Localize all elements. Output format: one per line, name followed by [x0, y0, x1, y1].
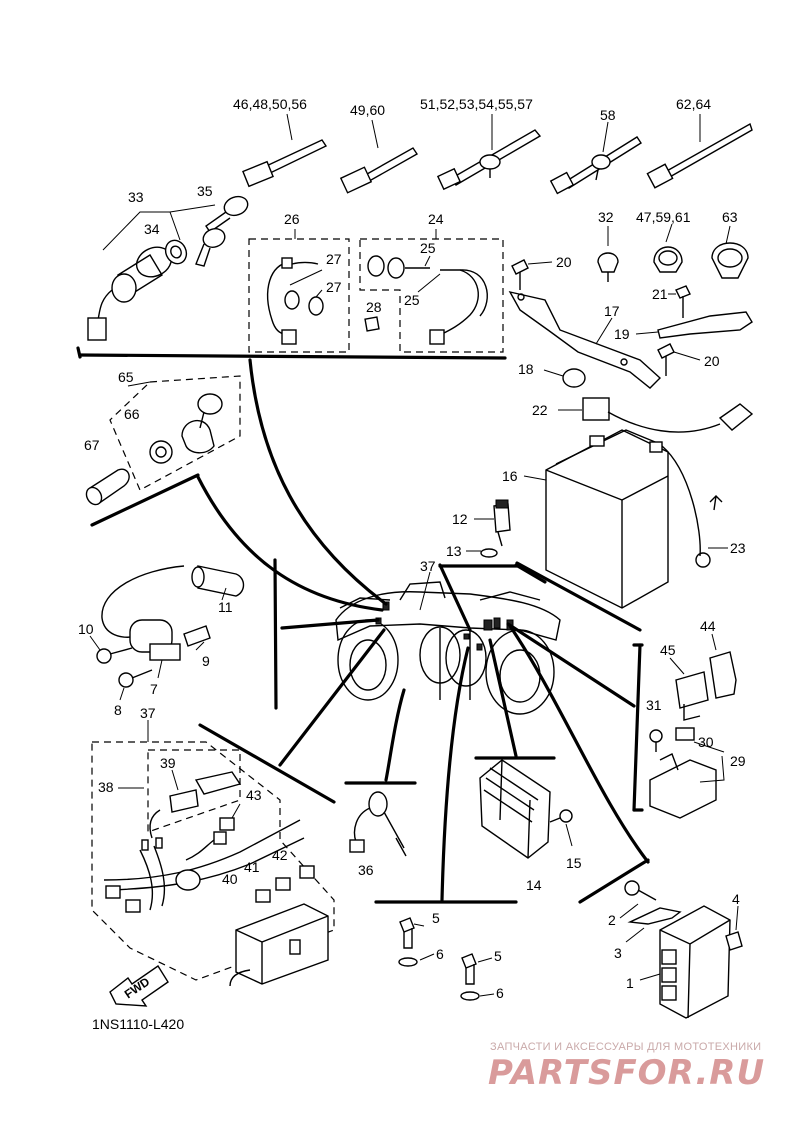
- callout-45: 45: [660, 642, 676, 658]
- leader-37: [419, 571, 431, 611]
- diagram-code: 1NS1110-L420: [92, 1016, 184, 1032]
- callout-36: 36: [358, 862, 374, 878]
- callout-51: 51,52,53,54,55,57: [420, 96, 533, 112]
- callout-32: 32: [598, 209, 614, 225]
- cdi-unit-group: [578, 858, 743, 1019]
- callout-38: 38: [98, 779, 114, 795]
- callout-3: 3: [614, 945, 622, 961]
- callout-66: 66: [124, 406, 140, 422]
- callout-35: 35: [197, 183, 213, 199]
- callout-28: 28: [366, 299, 382, 315]
- callout-43: 43: [246, 787, 262, 803]
- callout-15: 15: [566, 855, 582, 871]
- callout-62: 62,64: [676, 96, 711, 112]
- clip-47: [653, 223, 683, 273]
- callout-14: 14: [526, 877, 542, 893]
- coil-group: [89, 565, 245, 701]
- callout-5a: 5: [432, 910, 440, 926]
- callout-26: 26: [284, 211, 300, 227]
- callout-49: 49,60: [350, 102, 385, 118]
- callout-47: 47,59,61: [636, 209, 691, 225]
- callout-18: 18: [518, 361, 534, 377]
- battery-bracket-17: [508, 259, 753, 389]
- callout-63: 63: [722, 209, 738, 225]
- callout-23: 23: [730, 540, 746, 556]
- group-divider-65: [90, 473, 200, 527]
- callout-37a: 37: [420, 558, 436, 574]
- group-divider-coil: [273, 558, 278, 710]
- callout-33: 33: [128, 189, 144, 205]
- wire-harness-37: [91, 720, 335, 987]
- callout-44: 44: [700, 618, 716, 634]
- group-divider-battery: [514, 563, 547, 584]
- cable-tie-51: [436, 114, 542, 191]
- watermark-tagline: ЗАПЧАСТИ И АКСЕССУАРЫ ДЛЯ МОТОТЕХНИКИ: [490, 1041, 761, 1053]
- bolts-5-6: [374, 900, 518, 1001]
- cable-tie-49: [339, 119, 419, 194]
- callout-37b: 37: [140, 705, 156, 721]
- callout-12: 12: [452, 511, 468, 527]
- sensor-36: [344, 781, 417, 857]
- group-leaders: [196, 358, 650, 902]
- callout-30: 30: [698, 734, 714, 750]
- callout-4: 4: [732, 891, 740, 907]
- callout-17: 17: [604, 303, 620, 319]
- callout-10: 10: [78, 621, 94, 637]
- callout-1: 1: [626, 975, 634, 991]
- sub-harness-26-box: [248, 229, 350, 353]
- callout-16: 16: [502, 468, 518, 484]
- callout-6a: 6: [436, 946, 444, 962]
- callout-20a: 20: [556, 254, 572, 270]
- group-divider-37: [198, 723, 336, 804]
- callout-20b: 20: [704, 353, 720, 369]
- callout-27b: 27: [326, 279, 342, 295]
- callout-39: 39: [160, 755, 176, 771]
- callout-65: 65: [118, 369, 134, 385]
- callout-67: 67: [84, 437, 100, 453]
- cable-tie-46: [242, 113, 328, 188]
- callout-25b: 25: [404, 292, 420, 308]
- rectifier-14: [474, 756, 573, 859]
- callout-31: 31: [646, 697, 662, 713]
- battery-16: [523, 397, 754, 609]
- callout-11: 11: [218, 599, 233, 615]
- callout-labels: 46,48,50,56 49,60 51,52,53,54,55,57 58 6…: [78, 96, 746, 1001]
- callout-6b: 6: [496, 985, 504, 1001]
- group-divider-top-cap: [76, 346, 82, 359]
- callout-42: 42: [272, 847, 288, 863]
- relay-group: [632, 633, 737, 819]
- callout-8: 8: [114, 702, 122, 718]
- callout-2: 2: [608, 912, 616, 928]
- watermark-brand: PARTSFOR.RU: [488, 1053, 765, 1093]
- clip-32: [597, 226, 619, 282]
- callout-22: 22: [532, 402, 548, 418]
- cable-tie-58: [549, 121, 642, 195]
- clip-63: [711, 225, 749, 279]
- callout-7: 7: [150, 681, 158, 697]
- socket-group-65: [85, 375, 241, 506]
- callout-19: 19: [614, 326, 630, 342]
- sub-harness-24-box: [359, 229, 504, 353]
- callout-34: 34: [144, 221, 160, 237]
- callout-29: 29: [730, 753, 746, 769]
- callout-27a: 27: [326, 251, 342, 267]
- callout-58: 58: [600, 107, 616, 123]
- callout-9: 9: [202, 653, 210, 669]
- callout-13: 13: [446, 543, 462, 559]
- callout-24: 24: [428, 211, 444, 227]
- main-switch-group: [87, 195, 249, 341]
- callout-21: 21: [652, 286, 668, 302]
- callout-40: 40: [222, 871, 238, 887]
- callout-5b: 5: [494, 948, 502, 964]
- sensor-12: [438, 499, 519, 568]
- callout-46: 46,48,50,56: [233, 96, 307, 112]
- fwd-arrow: [109, 965, 169, 1007]
- callout-25a: 25: [420, 240, 436, 256]
- group-divider-top: [78, 353, 507, 360]
- cable-tie-62: [646, 114, 753, 189]
- callout-41: 41: [244, 859, 260, 875]
